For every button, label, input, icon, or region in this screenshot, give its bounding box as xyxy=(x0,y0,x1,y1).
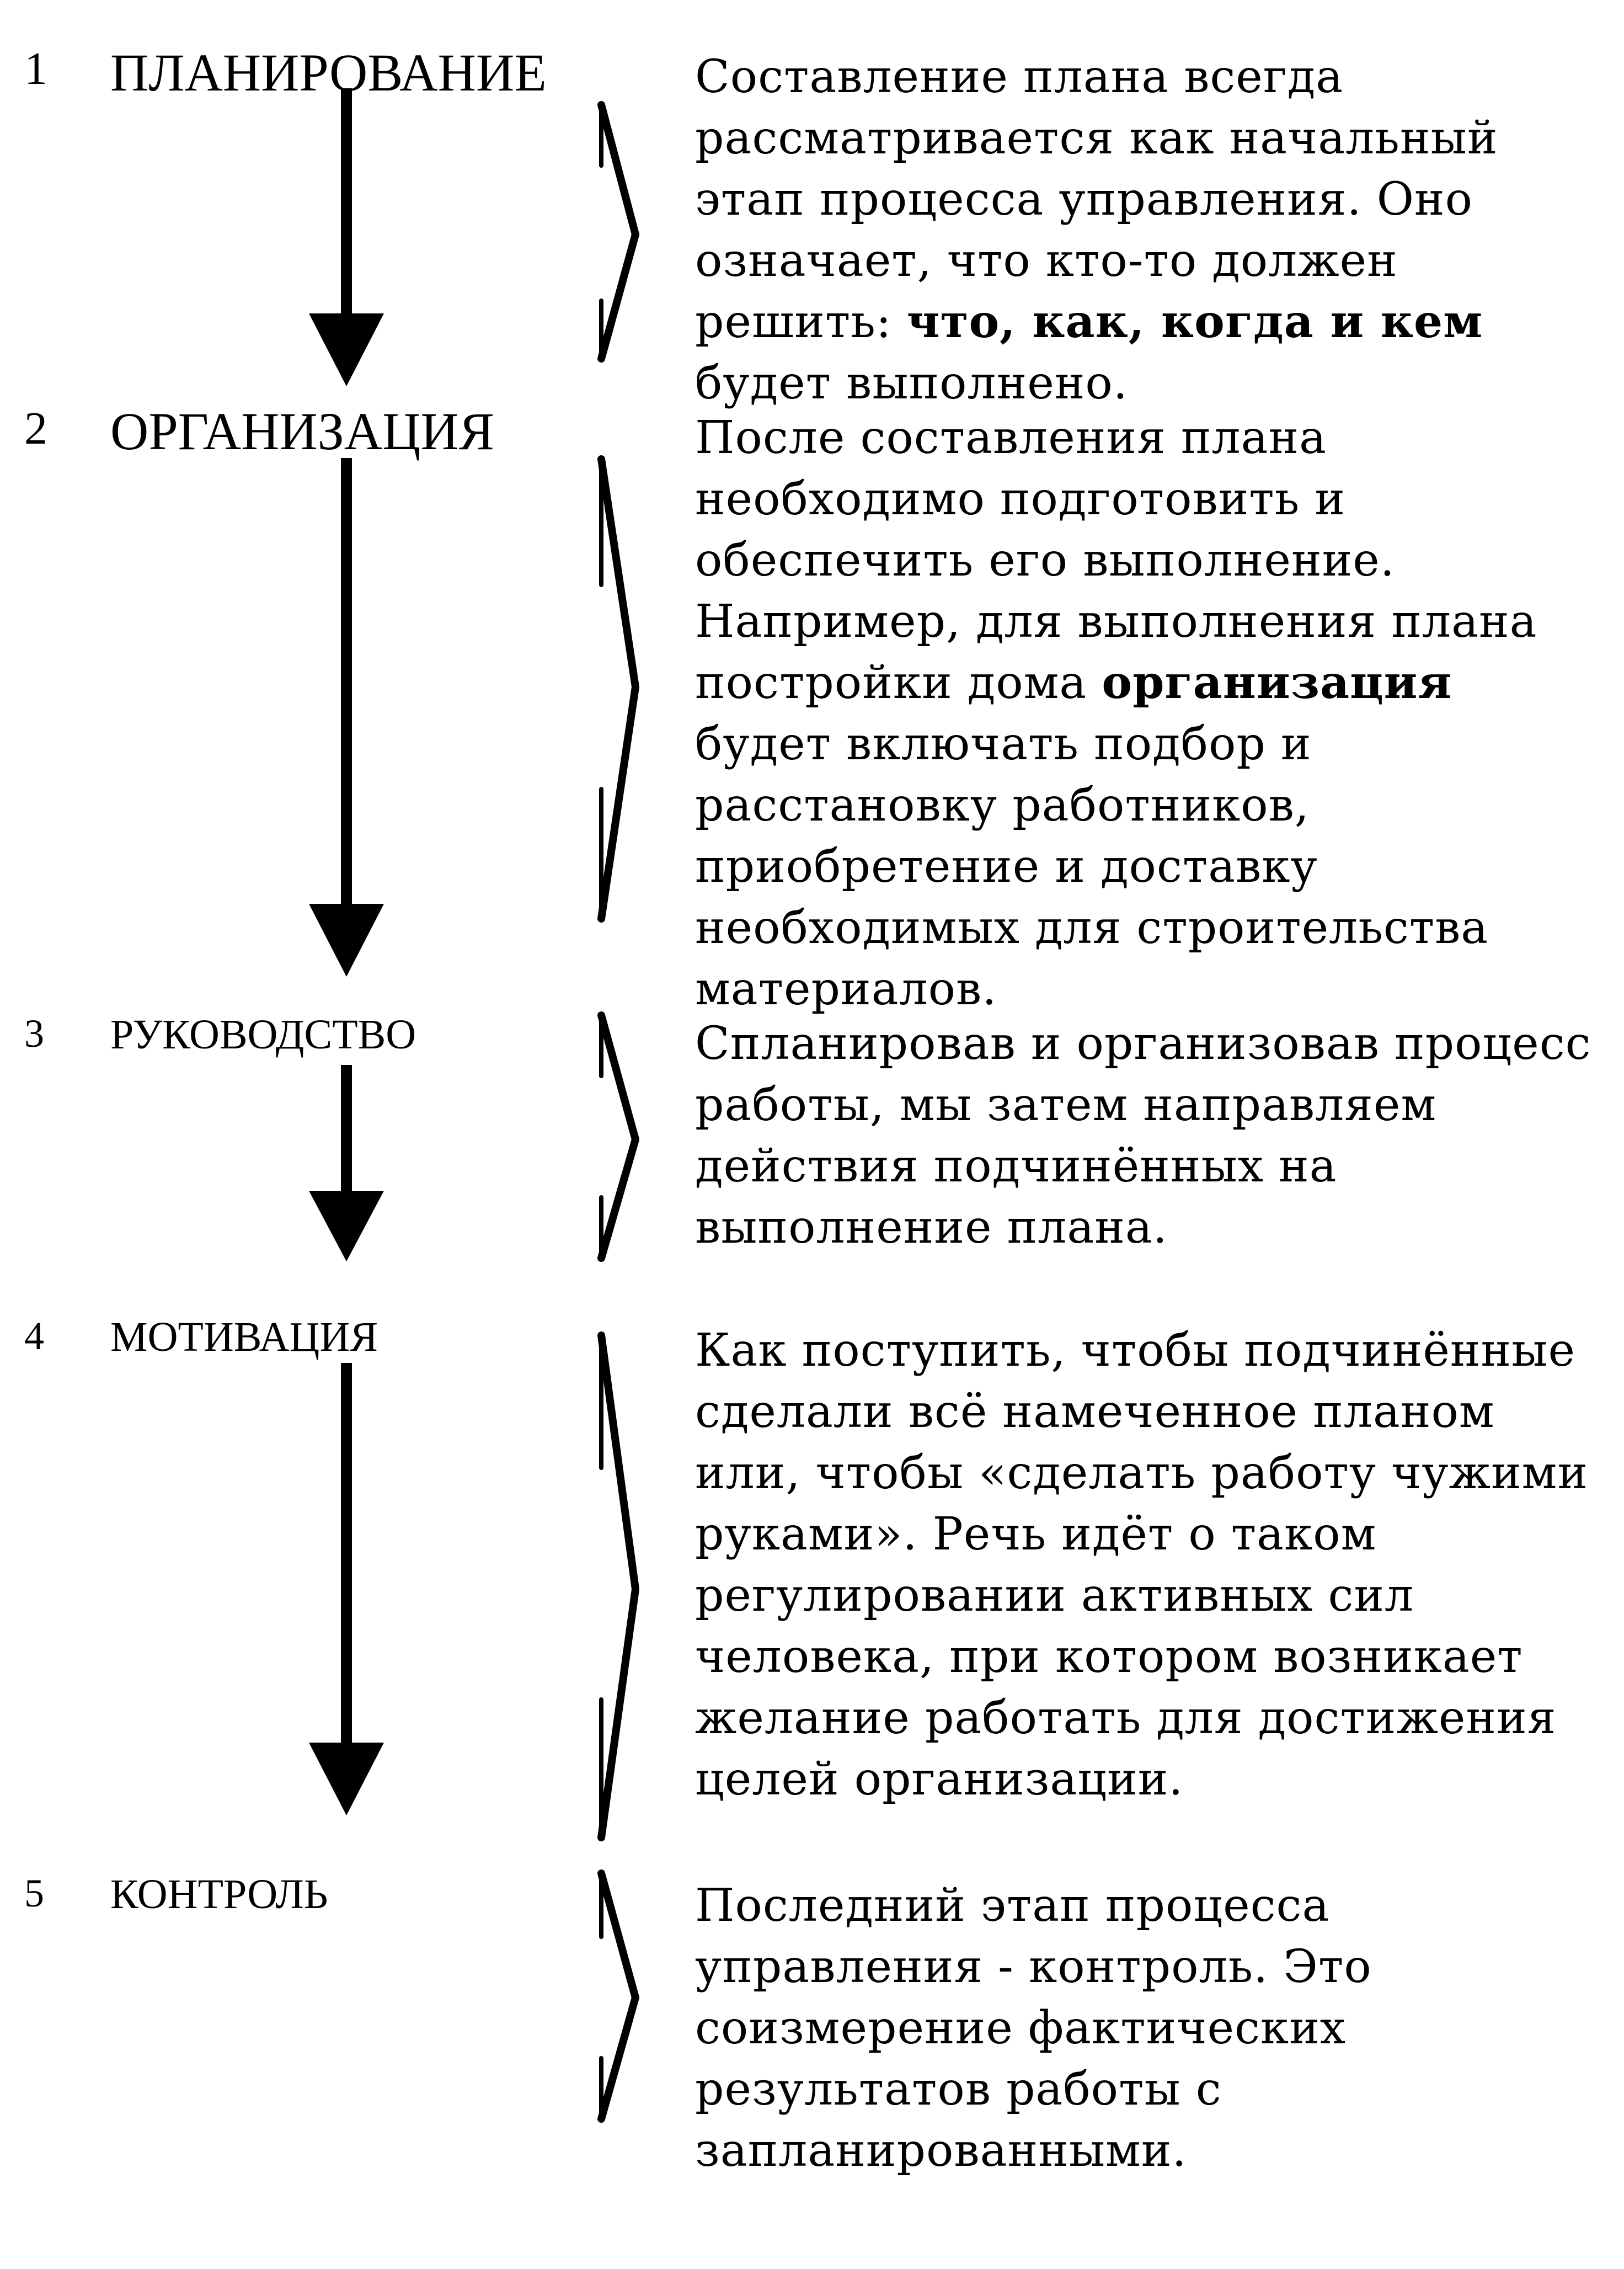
step-title-planning: ПЛАНИРОВАНИЕ xyxy=(110,43,547,102)
step-number: 1 xyxy=(24,43,47,94)
step-number: 5 xyxy=(24,1871,44,1915)
step-title-leadership: РУКОВОДСТВО xyxy=(110,1011,416,1058)
step-description-organization: После составления плана необходимо подго… xyxy=(695,412,1537,1015)
emphasis-text: что, как, когда и кем xyxy=(906,295,1483,348)
right-bracket xyxy=(597,1331,640,1841)
down-arrow xyxy=(309,1363,384,1815)
step-title-motivation: МОТИВАЦИЯ xyxy=(110,1314,378,1360)
step-title-control: КОНТРОЛЬ xyxy=(110,1871,328,1918)
step-description-leadership: Спланировав и организовав процесс работы… xyxy=(695,1018,1591,1254)
step-description-motivation: Как поступить, чтобы подчинённые сделали… xyxy=(695,1324,1589,1805)
emphasis-text: организация xyxy=(1102,656,1452,709)
step-number: 3 xyxy=(24,1011,44,1056)
step-number: 2 xyxy=(24,403,47,454)
step-description-control: Последний этап процесса управления - кон… xyxy=(695,1879,1372,2177)
down-arrow xyxy=(309,88,384,386)
right-bracket xyxy=(597,101,640,363)
right-bracket xyxy=(597,455,640,923)
step-number: 4 xyxy=(24,1314,44,1358)
step-title-organization: ОРГАНИЗАЦИЯ xyxy=(110,402,494,461)
down-arrow xyxy=(309,1065,384,1261)
right-bracket xyxy=(597,1869,640,2123)
down-arrow xyxy=(309,458,384,977)
right-bracket xyxy=(597,1011,640,1262)
step-description-planning: Составление плана всегда рассматривается… xyxy=(695,51,1498,409)
